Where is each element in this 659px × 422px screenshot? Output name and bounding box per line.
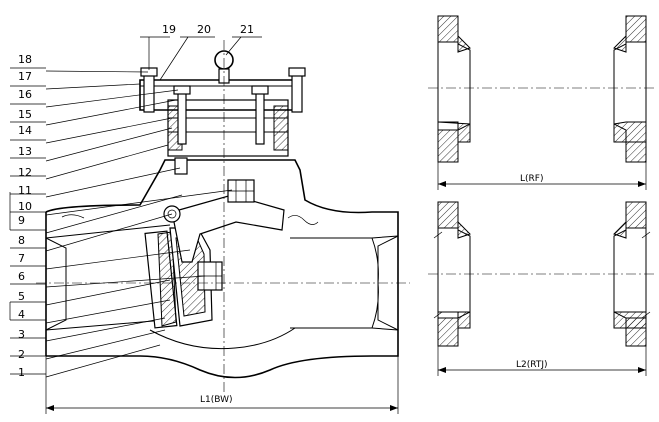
part-label-8: 8 [18,234,25,247]
part-label-2: 2 [18,348,25,361]
outlet-neck [371,237,379,329]
rtj-flange-view [428,201,656,376]
hinge-arm [171,194,285,263]
part-label-21: 21 [240,23,254,36]
part-labels: 1 2 3 4 5 6 7 8 9 10 11 12 13 14 15 16 1… [9,23,254,379]
body-cavity-lower [149,327,296,350]
seat-hatch [157,231,177,327]
part-label-18: 18 [18,53,32,66]
part-label-12: 12 [18,166,32,179]
leader-lines [45,36,262,378]
valve-section-view [36,36,410,414]
part-label-3: 3 [18,328,25,341]
part-label-14: 14 [18,124,32,137]
part-label-15: 15 [18,108,32,121]
part-label-1: 1 [18,366,25,379]
part-label-20: 20 [197,23,211,36]
dimension-label-bw: L1(BW) [200,395,233,405]
part-label-10: 10 [18,200,32,213]
inlet-bevel [45,237,67,331]
part-label-7: 7 [18,252,25,265]
bonnet-wall-right [273,105,289,151]
part-label-13: 13 [18,145,32,158]
part-label-17: 17 [18,70,32,83]
part-label-11: 11 [18,184,32,197]
part-label-4: 4 [18,308,25,321]
part-label-6: 6 [18,270,25,283]
part-label-9: 9 [18,214,25,227]
part-label-16: 16 [18,88,32,101]
rf-flange-view [428,15,656,190]
part-label-19: 19 [162,23,176,36]
part-label-5: 5 [18,290,25,303]
dimension-bw [45,356,399,414]
dimension-label-rf: L(RF) [520,174,543,184]
dimension-label-rtj: L2(RTJ) [516,360,548,370]
